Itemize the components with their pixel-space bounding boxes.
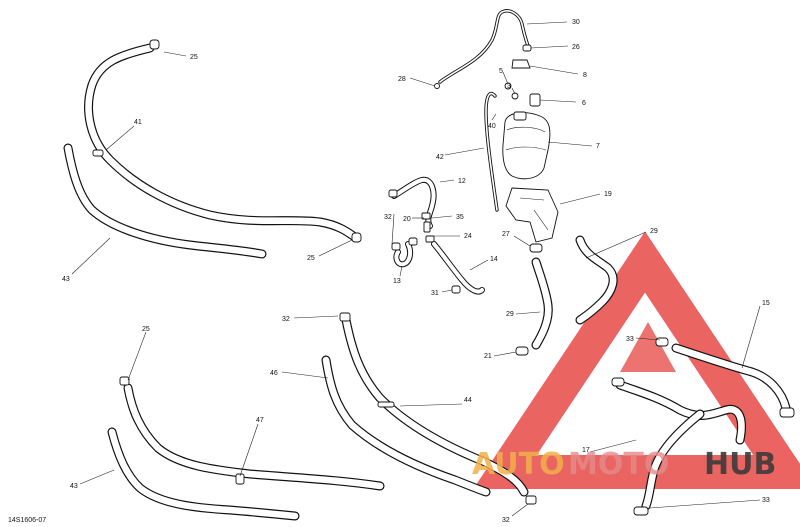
callout-label: 41 [134, 119, 142, 126]
callout-label: 5 [499, 68, 503, 75]
callout-label: 43 [70, 483, 78, 490]
callout-label: 28 [398, 76, 406, 83]
hose-15 [671, 343, 795, 418]
callout-label: 21 [484, 353, 492, 360]
hose-17 [611, 337, 746, 516]
callout-label: 13 [393, 278, 401, 285]
callout-label: 8 [583, 72, 587, 79]
callout-label: 6 [582, 100, 586, 107]
callout-labels: 30 26 28 8 5 3 6 40 7 42 12 19 32 20 35 … [62, 19, 770, 524]
hose-29-right [575, 235, 618, 325]
tee-fittings [421, 212, 435, 243]
watermark-wordmark: AUTO MOTO HUB [472, 447, 776, 482]
callout-label: 32 [384, 214, 392, 221]
hose-44 [339, 312, 537, 505]
callout-label: 25 [307, 255, 315, 262]
callout-label: 42 [436, 154, 444, 161]
callout-label: 15 [762, 300, 770, 307]
hose-43-upper [63, 143, 267, 259]
callout-label: 7 [596, 143, 600, 150]
callout-label: 46 [270, 370, 278, 377]
reservoir-bracket [505, 187, 559, 243]
callout-label: 43 [62, 276, 70, 283]
hose-lower-left-43 [107, 427, 300, 521]
callout-label: 47 [256, 417, 264, 424]
watermark-word-moto: MOTO [568, 447, 669, 482]
callout-label: 12 [458, 178, 466, 185]
callout-label: 31 [431, 290, 439, 297]
reservoir-cap-assembly [504, 44, 541, 107]
drawing-code: 14S1606-07 [8, 517, 46, 524]
clamp [351, 232, 362, 243]
watermark-triangle-inner [620, 322, 676, 372]
hose-30 [434, 9, 530, 89]
watermark-word-auto: AUTO [472, 447, 565, 482]
hose-29-center [515, 243, 553, 356]
callout-label: 25 [190, 54, 198, 61]
watermark-triangle-outer [473, 231, 800, 489]
callout-label: 20 [403, 216, 411, 223]
hose-46 [321, 355, 491, 497]
callout-label: 33 [626, 336, 634, 343]
hose-42 [484, 91, 499, 212]
callout-label: 33 [762, 497, 770, 504]
clip [92, 149, 104, 157]
callout-label: 32 [502, 517, 510, 524]
hose-lower-left-47 [119, 376, 385, 491]
leader-lines [71, 21, 761, 517]
callout-label: 3 [507, 83, 511, 90]
callout-label: 24 [464, 233, 472, 240]
callout-label: 27 [502, 231, 510, 238]
callout-label: 29 [506, 311, 514, 318]
callout-label: 40 [488, 123, 496, 130]
callout-label: 44 [464, 397, 472, 404]
coolant-reservoir [502, 111, 551, 180]
clamp [149, 39, 160, 50]
hose-13 [391, 237, 418, 268]
callout-label: 35 [456, 214, 464, 221]
callout-label: 30 [572, 19, 580, 26]
callout-label: 19 [604, 191, 612, 198]
callout-label: 29 [650, 228, 658, 235]
callout-label: 32 [282, 316, 290, 323]
hose-14 [431, 241, 485, 295]
callout-label: 14 [490, 256, 498, 263]
callout-label: 26 [572, 44, 580, 51]
callout-label: 25 [142, 326, 150, 333]
watermark-word-hub: HUB [704, 447, 776, 482]
callout-label: 17 [582, 447, 590, 454]
hose-upper-left [84, 39, 362, 243]
